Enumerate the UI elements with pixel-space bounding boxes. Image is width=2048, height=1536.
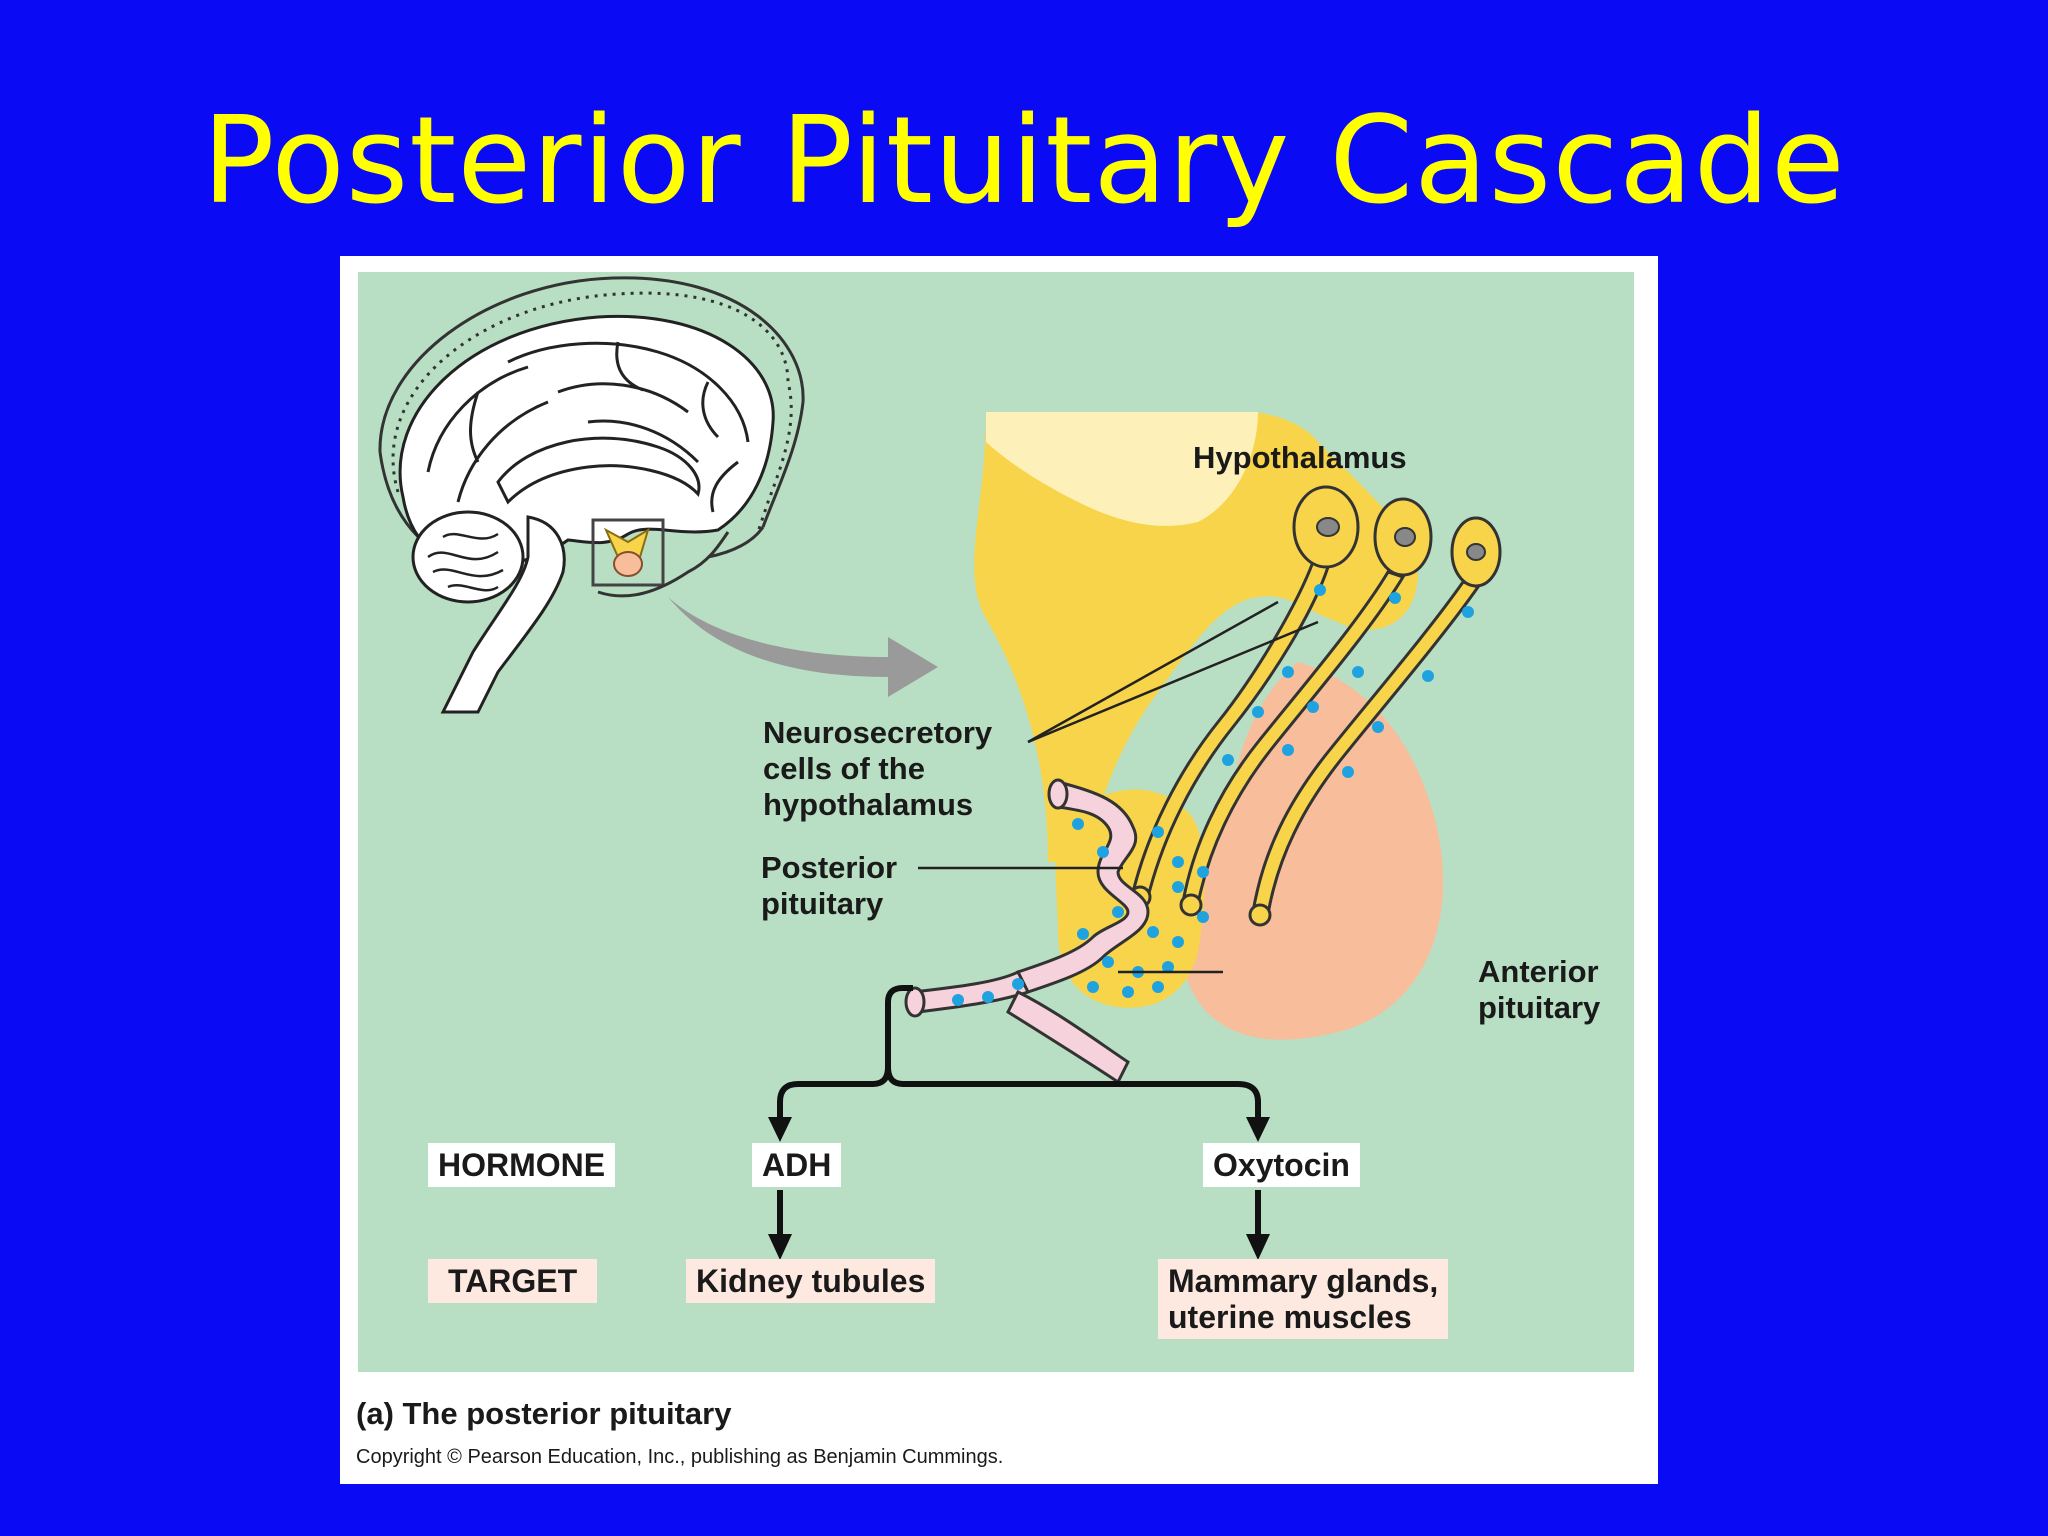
label-posterior-line1: Posterior bbox=[761, 850, 898, 885]
brain-section bbox=[378, 276, 805, 714]
flow-arrows bbox=[777, 985, 1261, 1237]
copyright-notice: Copyright © Pearson Education, Inc., pub… bbox=[356, 1446, 1004, 1468]
label-neurosecretory-line3: hypothalamus bbox=[763, 787, 974, 822]
blood-vessel bbox=[904, 778, 1150, 1085]
diagram-panel: Hypothalamus Neurosecretory cells of the… bbox=[358, 272, 1634, 1372]
target-mammary-uterine: Mammary glands, uterine muscles bbox=[1158, 1259, 1449, 1339]
figure: Hypothalamus Neurosecretory cells of the… bbox=[340, 256, 1658, 1484]
label-anterior-line2: pituitary bbox=[1478, 990, 1601, 1025]
zoom-arrow bbox=[668, 597, 938, 697]
hormone-dots bbox=[952, 584, 1474, 1006]
target-mammary-line1: Mammary glands, bbox=[1168, 1263, 1439, 1299]
target-mammary-line2: uterine muscles bbox=[1168, 1299, 1412, 1335]
pituitary-illustration bbox=[378, 276, 1502, 1260]
label-posterior-line2: pituitary bbox=[761, 886, 884, 921]
label-anterior-line1: Anterior bbox=[1478, 954, 1599, 989]
label-hypothalamus: Hypothalamus bbox=[1193, 440, 1407, 475]
hormone-oxytocin: Oxytocin bbox=[1203, 1143, 1360, 1187]
hormone-row-header: HORMONE bbox=[428, 1143, 616, 1187]
leader-lines bbox=[918, 600, 1319, 974]
label-neurosecretory-line1: Neurosecretory bbox=[763, 715, 993, 750]
arrowheads bbox=[768, 1117, 1270, 1260]
figure-caption: (a) The posterior pituitary bbox=[356, 1396, 732, 1431]
target-row-header: TARGET bbox=[428, 1259, 598, 1303]
target-kidney-tubules: Kidney tubules bbox=[686, 1259, 936, 1303]
hormone-adh: ADH bbox=[752, 1143, 842, 1187]
slide-title: Posterior Pituitary Cascade bbox=[202, 92, 1846, 231]
label-neurosecretory-line2: cells of the bbox=[763, 751, 925, 786]
